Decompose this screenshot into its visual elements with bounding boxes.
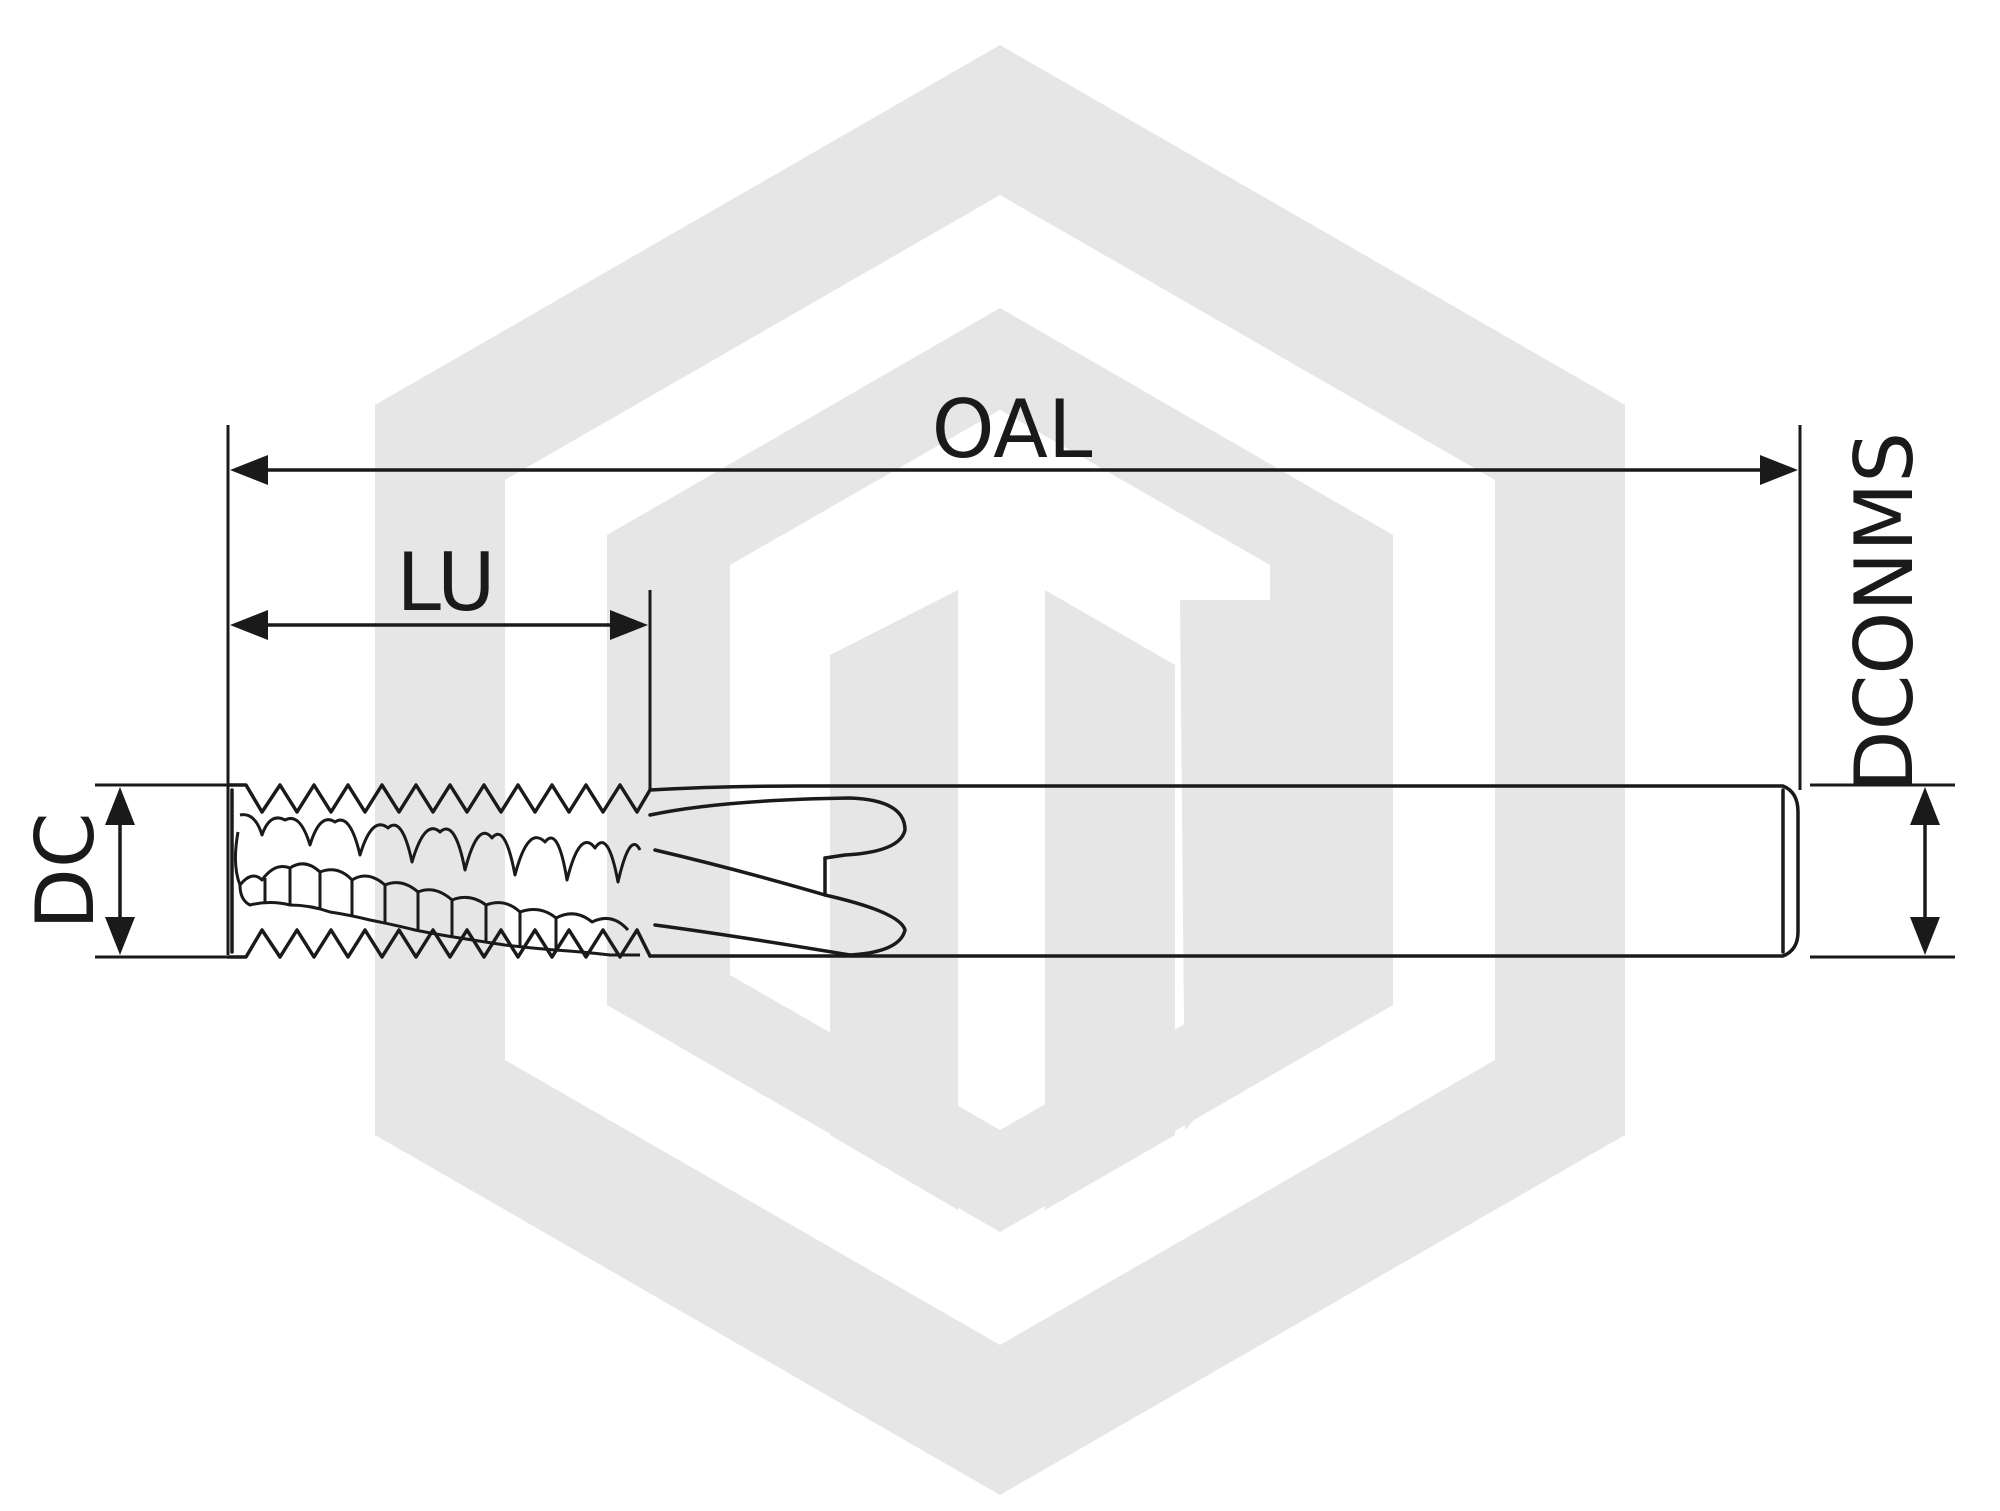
watermark-letter-diagonal: [1180, 600, 1275, 1130]
extension-lines: [95, 425, 1955, 959]
oal-dimension: OAL: [230, 383, 1798, 485]
watermark-logo: [375, 45, 1625, 1495]
tool-thread-helix-lower: [233, 831, 630, 932]
tool-body: [226, 783, 1800, 959]
tool-shank: [648, 784, 1800, 958]
tool-thread-helix-ticks: [263, 868, 558, 950]
watermark-letter-right: [1045, 590, 1175, 1210]
tool-flute-lower: [653, 923, 852, 957]
dconms-dimension: DCONMS: [1838, 432, 1940, 955]
watermark-hexagon-outer: [375, 45, 1625, 1495]
lu-dimension: LU: [230, 536, 648, 640]
dc-dimension: DC: [19, 787, 135, 955]
tool-flute-middle: [653, 848, 907, 957]
dc-label: DC: [19, 812, 112, 929]
watermark-letter-left: [830, 590, 958, 1210]
lu-label: LU: [396, 536, 495, 629]
tool-flute-upper: [648, 796, 907, 860]
tool-thread-helix-upper: [239, 813, 642, 884]
tool-thread-top: [226, 783, 652, 814]
tool-thread-helix-lower-edge: [238, 884, 640, 957]
dconms-label: DCONMS: [1838, 432, 1931, 792]
oal-label: OAL: [932, 383, 1093, 476]
